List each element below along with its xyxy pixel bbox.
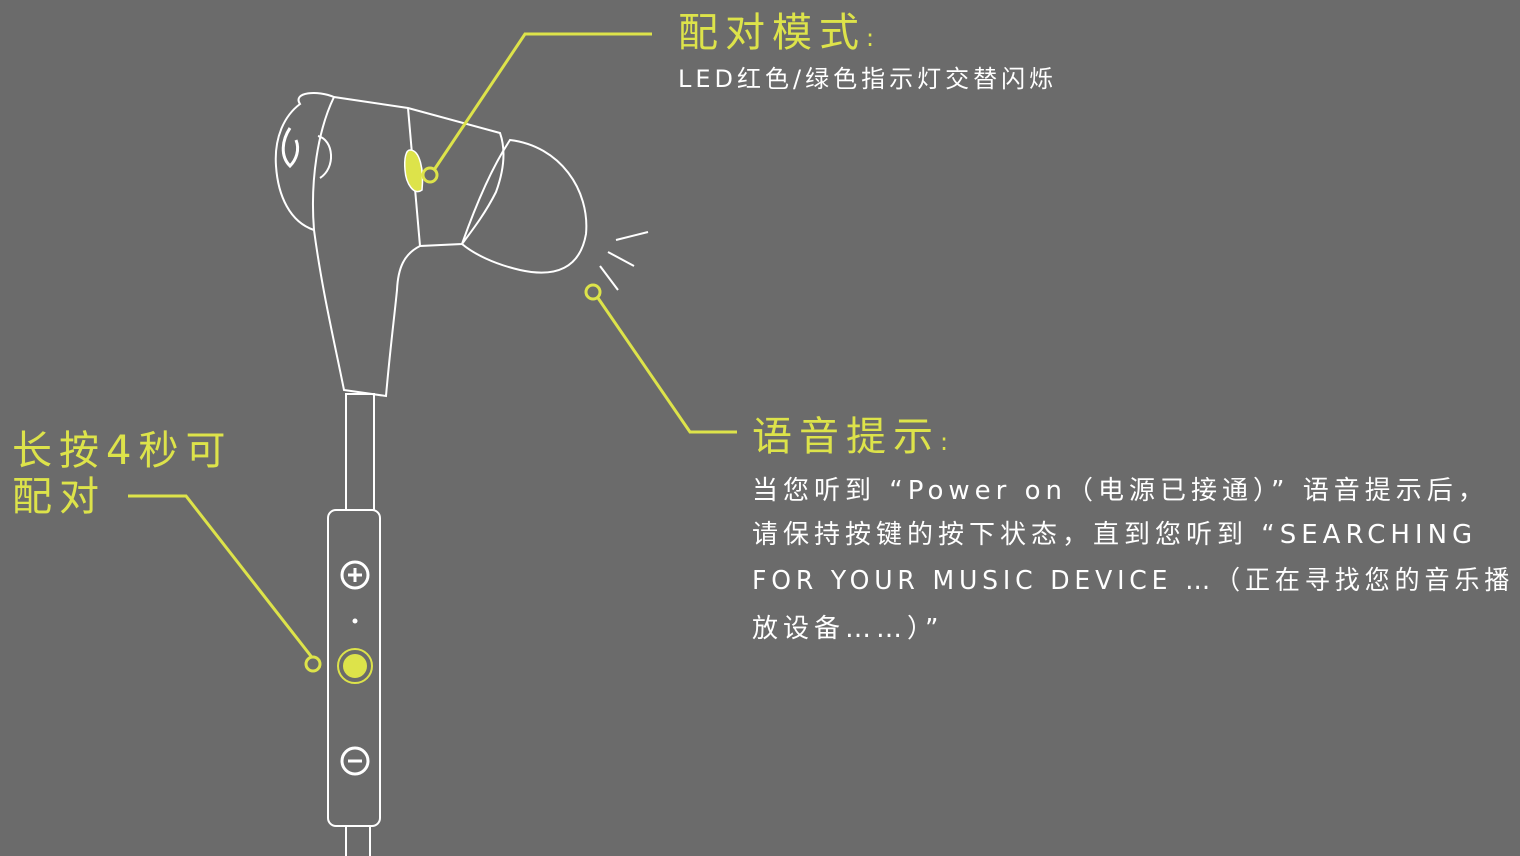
hold-leader-dot (304, 655, 322, 673)
plus-icon (340, 560, 370, 590)
logo-cap (317, 135, 332, 179)
pairing-mode-colon: : (866, 24, 875, 52)
voice-prompt-title: 语音提示: (752, 414, 949, 460)
pairing-leader-line (432, 32, 652, 171)
volume-up-button[interactable] (340, 560, 370, 590)
voice-prompt-line: FOR YOUR MUSIC DEVICE …（正在寻找您的音乐播 (752, 566, 1515, 596)
voice-prompt-line: 请保持按键的按下状态，直到您听到 “SEARCHING (752, 520, 1478, 550)
remote-mic-dot (352, 618, 358, 624)
voice-prompt-line: 放设备……）” (752, 614, 944, 644)
hold-to-pair-label: 配对 (12, 474, 106, 520)
voice-leader-line (596, 297, 737, 434)
led-indicator (404, 149, 424, 193)
sound-wave-3 (599, 265, 619, 291)
voice-prompt-colon: : (940, 428, 949, 456)
sound-wave-1 (615, 231, 649, 241)
pairing-mode-description: LED红色/绿色指示灯交替闪烁 (678, 65, 1058, 93)
voice-leader-dot (584, 283, 602, 301)
volume-down-button[interactable] (340, 746, 370, 776)
ear-tip (460, 138, 588, 274)
pairing-leader-dot (421, 166, 439, 184)
pairing-mode-title: 配对模式: (678, 10, 875, 56)
sound-wave-2 (607, 251, 635, 267)
logo-mark (281, 127, 300, 169)
hold-to-pair-label: 长按4秒可 (12, 428, 233, 474)
minus-icon (340, 746, 370, 776)
hold-leader-line (128, 494, 316, 661)
earbud-housing (274, 91, 505, 398)
housing-seam-left (311, 96, 335, 231)
cable-upper (345, 393, 375, 511)
voice-prompt-line: 当您听到 “Power on（电源已接通）” 语音提示后， (752, 476, 1489, 506)
multifunction-button[interactable] (337, 648, 373, 684)
circle-button-icon (339, 650, 371, 682)
